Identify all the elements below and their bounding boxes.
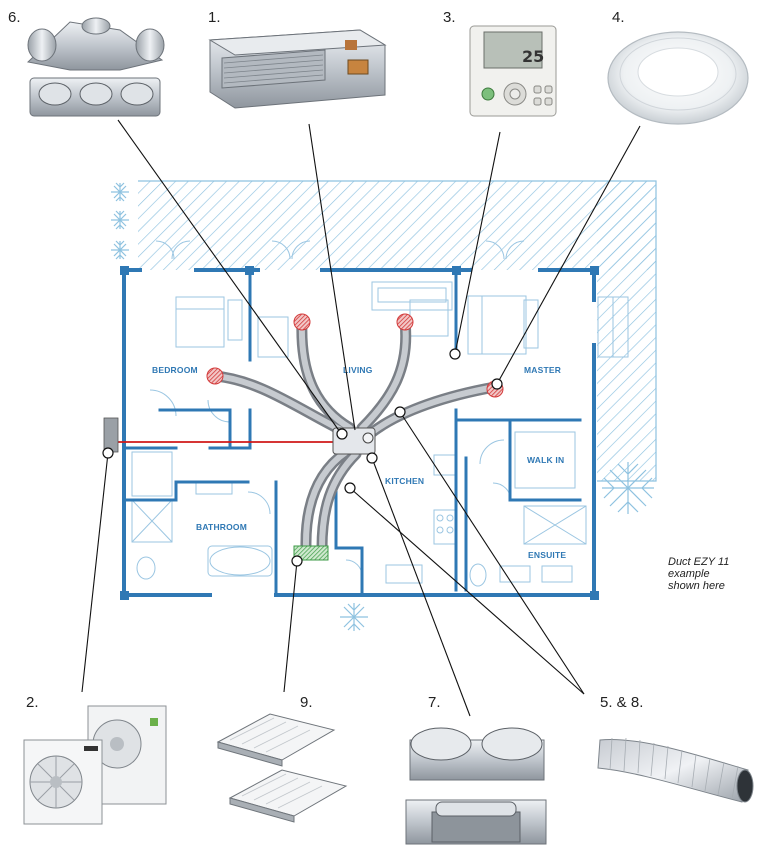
leader-lines (81, 119, 641, 717)
room-label-bathroom: BATHROOM (196, 522, 247, 532)
callout-number-6: 6. (8, 9, 21, 26)
example-note: Duct EZY 11 example shown here (668, 556, 729, 592)
return-air-grilles-image (216, 713, 348, 823)
callout-number-7: 7. (428, 694, 441, 711)
deck-right (597, 181, 656, 481)
callout-number-2: 2. (26, 694, 39, 711)
callout-number-4: 4. (612, 9, 625, 26)
callout-number-1: 1. (208, 9, 221, 26)
callout-number-5-8: 5. & 8. (600, 694, 644, 711)
callout-number-9: 9. (300, 694, 313, 711)
deck-top (138, 181, 656, 270)
callout-number-3: 3. (443, 9, 456, 26)
wall-mounted-isolator (103, 417, 119, 453)
flexible-duct-image (597, 737, 754, 803)
wall-controller-image: 25 (469, 25, 557, 117)
floor-plan: BEDROOM LIVING MASTER WALK IN KITCHEN BA… (111, 180, 657, 631)
ducted-indoor-unit-image (208, 29, 387, 109)
room-label-kitchen: KITCHEN (385, 476, 424, 486)
note-line-1: Duct EZY 11 (668, 556, 730, 568)
room-label-bedroom: BEDROOM (152, 365, 198, 375)
outlet-bedroom (206, 367, 224, 385)
room-label-walk-in: WALK IN (527, 455, 564, 465)
room-label-master: MASTER (524, 365, 561, 375)
plenum-spigot-box-image (26, 17, 165, 117)
callout-markers (102, 348, 503, 567)
plant-decoration (111, 182, 654, 631)
room-label-ensuite: ENSUITE (528, 550, 566, 560)
room-label-living: LIVING (343, 365, 373, 375)
note-line-2: example (668, 568, 710, 580)
note-line-3: shown here (668, 580, 725, 592)
outlet-living-left (293, 313, 311, 331)
return-air-grille (293, 545, 329, 561)
round-ceiling-diffuser-image (607, 31, 749, 125)
controller-temperature-display: 25 (522, 47, 544, 66)
supply-duct-runs (209, 316, 501, 554)
outdoor-unit-image (23, 705, 167, 825)
outlet-living-right (396, 313, 414, 331)
spigot-adaptors-image (405, 727, 547, 845)
